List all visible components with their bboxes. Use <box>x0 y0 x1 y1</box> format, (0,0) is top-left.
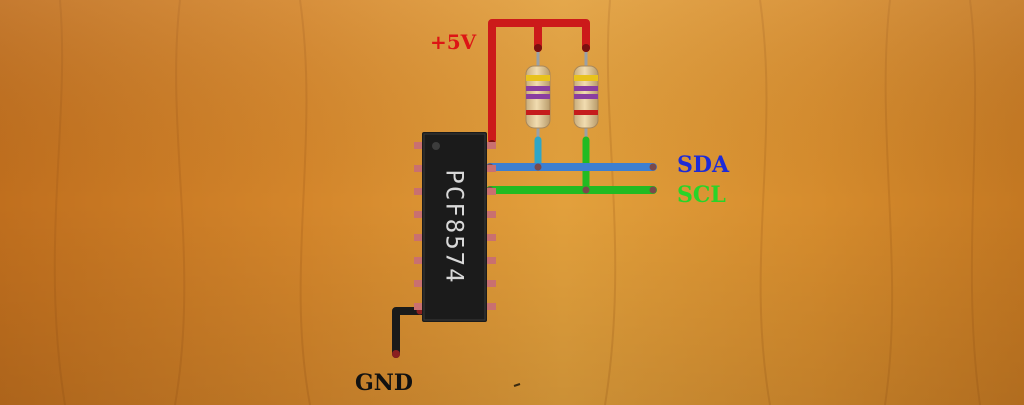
stray-mark <box>513 383 521 387</box>
chip-label: PCF8574 <box>424 133 486 321</box>
scl-label: SCL <box>677 182 726 208</box>
chip-pins-left <box>414 142 424 310</box>
wire-gnd <box>392 307 428 358</box>
pullup-resistor-sda <box>525 65 551 129</box>
gnd-node <box>392 350 400 358</box>
chip-pin1-dot <box>432 142 440 150</box>
vcc-label: +5V <box>430 30 477 54</box>
chip-name: PCF8574 <box>441 169 469 285</box>
pullup-resistor-scl <box>573 65 599 129</box>
sda-label: SDA <box>677 152 730 178</box>
chip-highlight <box>423 133 486 321</box>
wire-vcc <box>488 19 590 144</box>
chip-pins-right <box>486 142 496 310</box>
chip-body <box>422 132 487 322</box>
gnd-label: GND <box>355 370 413 396</box>
